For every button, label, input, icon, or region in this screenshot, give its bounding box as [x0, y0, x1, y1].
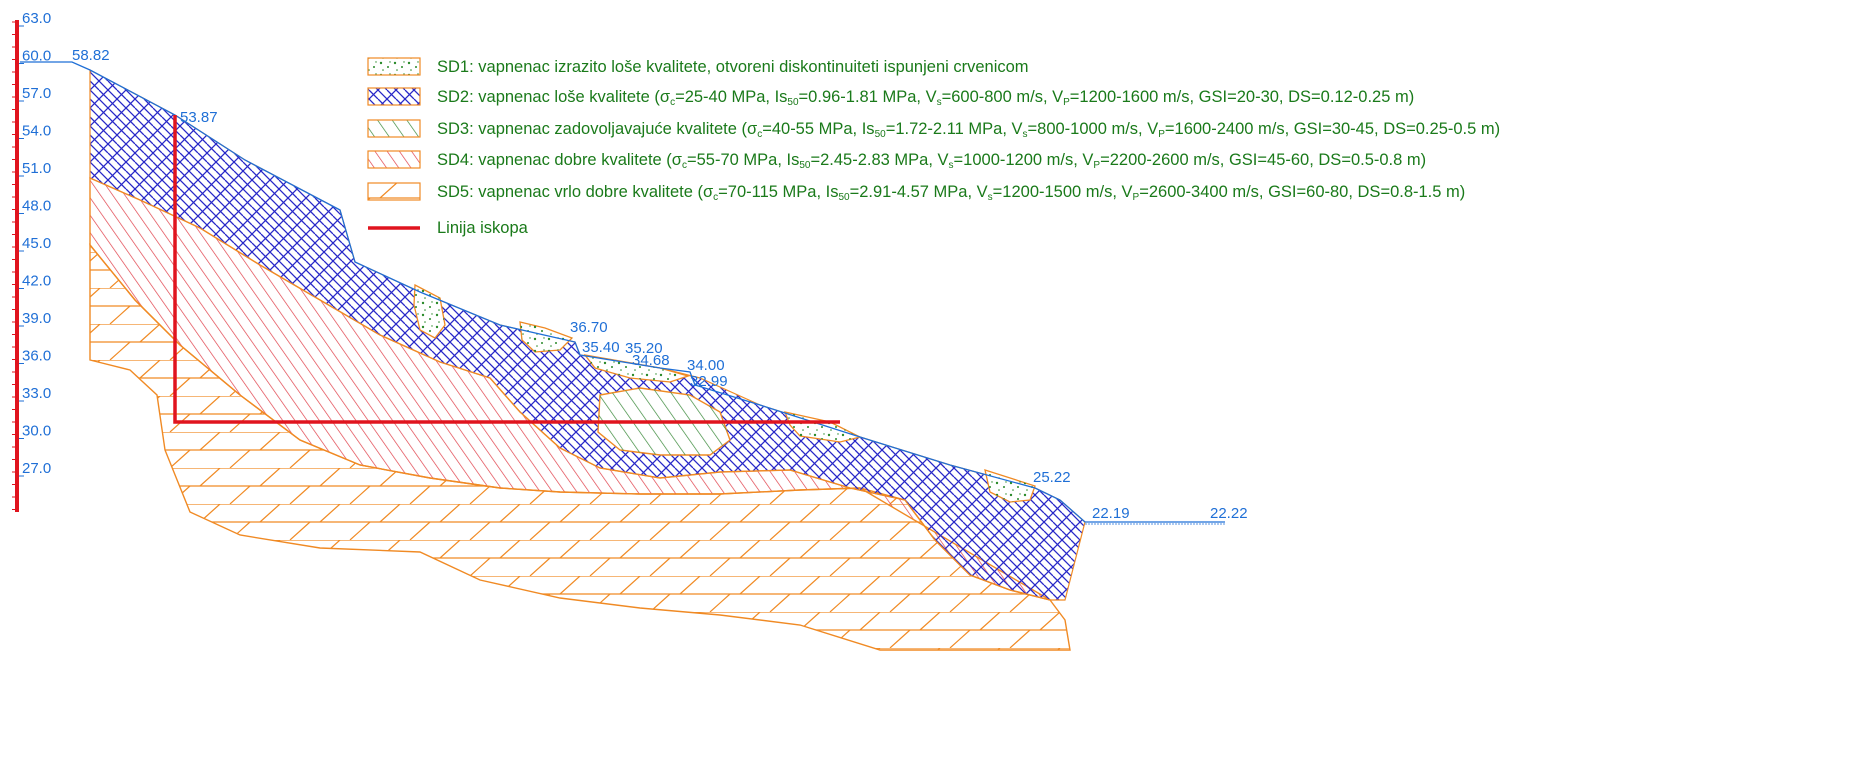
scale-label: 30.0 — [22, 423, 51, 440]
legend-text-sd1: SD1: vapnenac izrazito loše kvalitete, o… — [437, 58, 1029, 76]
scale-label: 39.0 — [22, 310, 51, 327]
legend-swatch-sd1 — [367, 57, 421, 76]
scale-label: 54.0 — [22, 123, 51, 140]
sd1-lens-2-dots — [520, 322, 572, 352]
elevation-label: 32.99 — [690, 373, 728, 390]
elevation-labels: 58.82 53.87 36.70 35.40 35.20 34.68 34.0… — [72, 47, 1248, 522]
elevation-label: 53.87 — [180, 109, 218, 126]
scale-label: 36.0 — [22, 348, 51, 365]
elevation-scale: 63.0 60.0 57.0 54.0 51.0 48.0 45.0 42.0 39.0 36.0… — [12, 10, 51, 512]
elevation-label: 35.20 — [625, 340, 663, 357]
scale-label: 42.0 — [22, 273, 51, 290]
scale-label: 45.0 — [22, 235, 51, 252]
scale-label: 60.0 — [22, 48, 51, 65]
legend-text-excavation-line: Linija iskopa — [437, 219, 529, 237]
elevation-label: 58.82 — [72, 47, 110, 64]
scale-label: 27.0 — [22, 460, 51, 477]
sd1-lens-1-dots — [414, 285, 445, 338]
scale-label: 51.0 — [22, 160, 51, 177]
scale-label: 63.0 — [22, 10, 51, 27]
sd1-lens-3-dots — [585, 355, 688, 382]
scale-ticks — [12, 21, 24, 510]
scale-label: 57.0 — [22, 85, 51, 102]
legend-text-sd5: SD5: vapnenac vrlo dobre kvalitete (σc=7… — [437, 183, 1465, 203]
legend-text-sd4: SD4: vapnenac dobre kvalitete (σc=55-70 … — [437, 151, 1426, 171]
scale-label: 33.0 — [22, 385, 51, 402]
elevation-label: 22.22 — [1210, 505, 1248, 522]
ground-surface — [20, 61, 1225, 523]
legend-swatch-sd3 — [367, 119, 421, 138]
legend-swatch-sd4 — [367, 150, 421, 169]
scale-labels: 63.0 60.0 57.0 54.0 51.0 48.0 45.0 42.0 39.0 36.0… — [22, 10, 51, 477]
legend: SD1: vapnenac izrazito loše kvalitete, o… — [367, 57, 1500, 237]
legend-swatch-sd5 — [367, 182, 421, 201]
elevation-label: 22.19 — [1092, 505, 1130, 522]
excavation-line — [173, 115, 840, 424]
elevation-label: 35.40 — [582, 339, 620, 356]
legend-text-sd2: SD2: vapnenac loše kvalitete (σc=25-40 M… — [437, 88, 1414, 108]
elevation-label: 25.22 — [1033, 469, 1071, 486]
scale-label: 48.0 — [22, 198, 51, 215]
elevation-label: 34.00 — [687, 357, 725, 374]
legend-swatch-sd2 — [367, 87, 421, 106]
elevation-label: 36.70 — [570, 319, 608, 336]
scale-bar — [15, 20, 19, 512]
elevation-label: 34.68 — [632, 352, 670, 369]
legend-text-sd3: SD3: vapnenac zadovoljavajuće kvalitete … — [437, 120, 1500, 140]
